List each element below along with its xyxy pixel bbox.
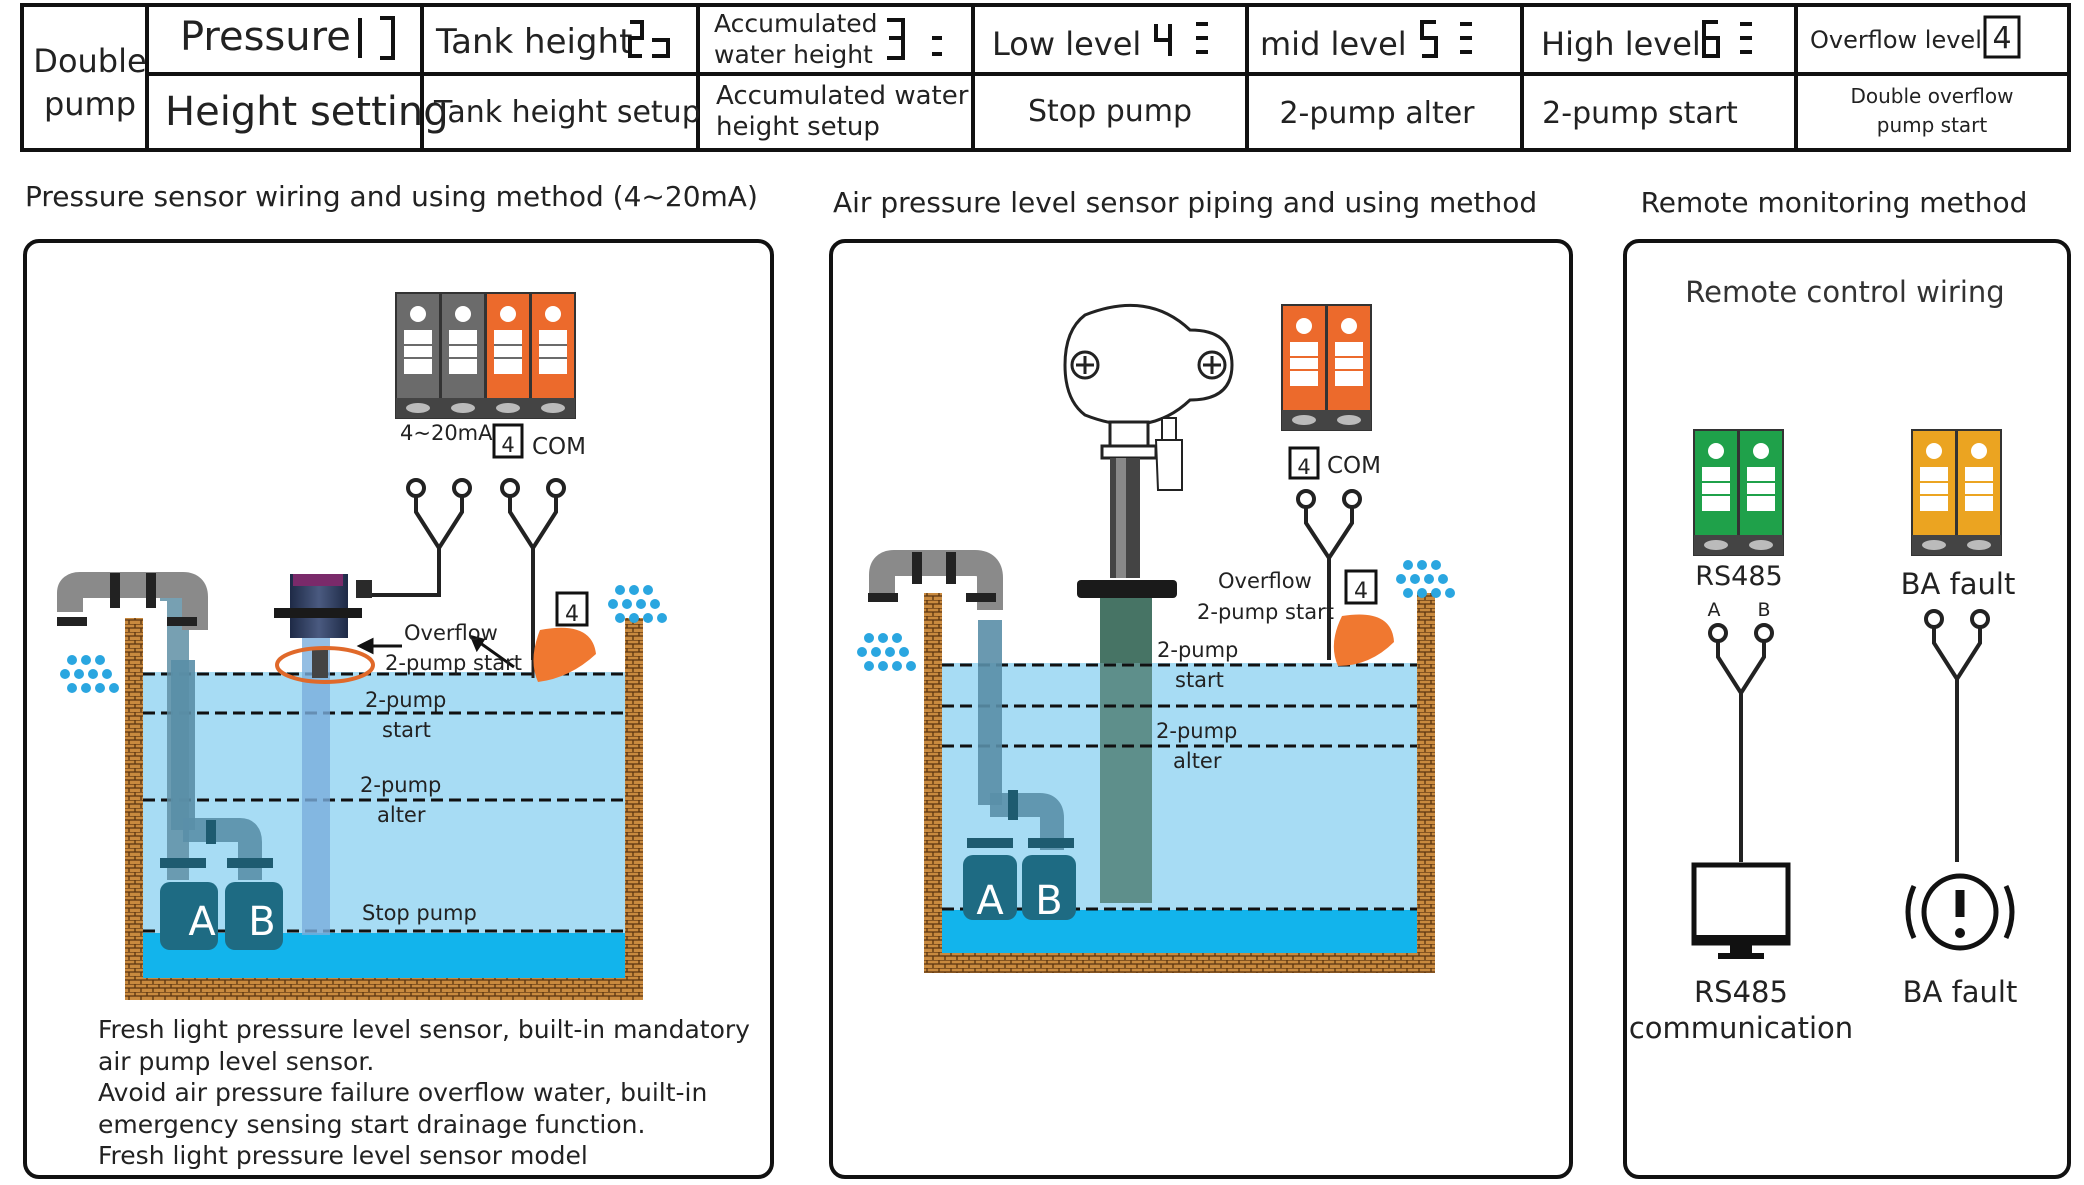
float-num: 4 [565, 602, 579, 627]
p1-start-1: 2-pump [365, 688, 446, 712]
svg-text:A: A [976, 878, 1004, 924]
pressure-label: Pressure [180, 14, 351, 60]
p2-overflow: Overflow [1218, 569, 1312, 593]
terminal-block-4-20ma [395, 292, 576, 419]
panel1-title: Pressure sensor wiring and using method … [25, 180, 758, 213]
row-label-line1: Double [33, 42, 146, 80]
ba-label: BA fault [1901, 567, 2016, 601]
tank-height-setup-label: Tank height setup [433, 95, 701, 130]
tank-height-label: Tank height [435, 22, 632, 62]
low-level-label: Low level [992, 25, 1141, 63]
rs485-a: A [1708, 599, 1721, 621]
caption-line-1: Fresh light pressure level sensor, built… [98, 1015, 750, 1044]
caption-line-5: Fresh light pressure level sensor model [98, 1141, 588, 1170]
p2-cable [1296, 489, 1362, 660]
p1-overflow-start: 2-pump start [385, 651, 522, 675]
p2-start-1: 2-pump [1157, 638, 1238, 662]
caption-line-2: air pump level sensor. [98, 1047, 374, 1076]
water-drops-right [608, 585, 667, 623]
stop-pump-label: Stop pump [1028, 94, 1192, 129]
panel1: 4~20mA 4 COM [23, 239, 774, 1179]
panel2: 4 COM A [829, 239, 1573, 1179]
high-level-label: High level [1541, 25, 1701, 63]
segment-display-2 [628, 20, 670, 58]
p2-water-drops-left [857, 633, 916, 671]
terminal-block-rs485 [1693, 429, 1784, 556]
monitor-icon [1691, 862, 1791, 959]
water-drops-left [60, 655, 119, 693]
monitor-label-1: RS485 [1694, 975, 1788, 1009]
rs485-b: B [1757, 599, 1770, 621]
monitor-label-2: communication [1629, 1011, 1853, 1045]
panel3-subtitle: Remote control wiring [1685, 275, 2004, 309]
accumulated-label-2: water height [714, 40, 873, 69]
p1-overflow: Overflow [404, 621, 498, 645]
pump-b: B [225, 882, 283, 950]
segment-display-5 [1420, 20, 1472, 58]
double-overflow-1: Double overflow [1850, 84, 2013, 108]
p2-terminal-num: 4 [1297, 455, 1310, 479]
overflow-level-label: Overflow level [1810, 26, 1982, 54]
rs485-label: RS485 [1695, 561, 1782, 592]
p2-start-2: start [1175, 668, 1224, 692]
svg-text:B: B [248, 899, 275, 945]
terminal-label-num: 4 [501, 433, 514, 457]
accumulated-setup-2: height setup [716, 112, 880, 142]
terminal-block-com [1281, 304, 1372, 431]
svg-text:B: B [1035, 878, 1062, 924]
pump-pipe [57, 572, 273, 880]
p1-start-2: start [382, 718, 431, 742]
panel3: Remote control wiring RS485 [1623, 239, 2071, 1179]
segment-display-3 [887, 18, 942, 60]
panel2-title: Air pressure level sensor piping and usi… [833, 186, 1537, 219]
pressure-sensor [274, 574, 375, 935]
p2-alter-2: alter [1173, 749, 1222, 773]
p2-alter-1: 2-pump [1156, 719, 1237, 743]
accumulated-label-1: Accumulated [714, 9, 878, 38]
row-label-line2: pump [44, 85, 136, 123]
caption-line-4: emergency sensing start drainage functio… [98, 1110, 645, 1139]
cable-sensor [372, 478, 566, 660]
height-setting-label: Height setting [165, 89, 449, 135]
p1-alter-2: alter [377, 803, 426, 827]
p2-float-num: 4 [1354, 579, 1368, 604]
alarm-icon [1905, 873, 2015, 951]
fault-label: BA fault [1903, 975, 2018, 1009]
caption-line-3: Avoid air pressure failure overflow wate… [98, 1078, 707, 1107]
segment-display-4 [1154, 22, 1208, 56]
pump-a: A [160, 882, 218, 950]
p2-overflow-start: 2-pump start [1197, 600, 1334, 624]
segment-display-1 [358, 16, 395, 60]
terminal-label-4-20ma: 4~20mA [400, 421, 493, 445]
svg-text:4: 4 [1992, 21, 2011, 56]
double-overflow-2: pump start [1877, 113, 1988, 137]
p2-water-drops-right [1396, 560, 1455, 598]
ba-cable [1924, 609, 1990, 862]
panel3-title: Remote monitoring method [1641, 186, 2028, 219]
terminal-label-com: COM [532, 434, 586, 460]
accumulated-setup-1: Accumulated water [716, 81, 969, 111]
rs485-cable [1708, 623, 1774, 862]
float-switch [531, 627, 596, 682]
two-pump-start-label: 2-pump start [1542, 96, 1738, 131]
segment-display-7: 4 [1983, 15, 2021, 59]
p2-pump-pipe [868, 550, 1074, 850]
p1-stop: Stop pump [362, 901, 477, 925]
two-pump-alter-label: 2-pump alter [1279, 96, 1475, 131]
segment-display-6 [1702, 20, 1752, 58]
mid-level-label: mid level [1260, 25, 1407, 63]
p2-pump-a: A [963, 855, 1017, 924]
header-table: Double pump Pressure Height setting Tank… [20, 3, 2071, 152]
p1-alter-1: 2-pump [360, 773, 441, 797]
svg-text:A: A [188, 899, 216, 945]
p2-pump-b: B [1022, 855, 1076, 924]
p2-float-switch [1333, 614, 1394, 666]
terminal-block-ba-fault [1911, 429, 2002, 556]
p2-terminal-com: COM [1327, 453, 1381, 479]
